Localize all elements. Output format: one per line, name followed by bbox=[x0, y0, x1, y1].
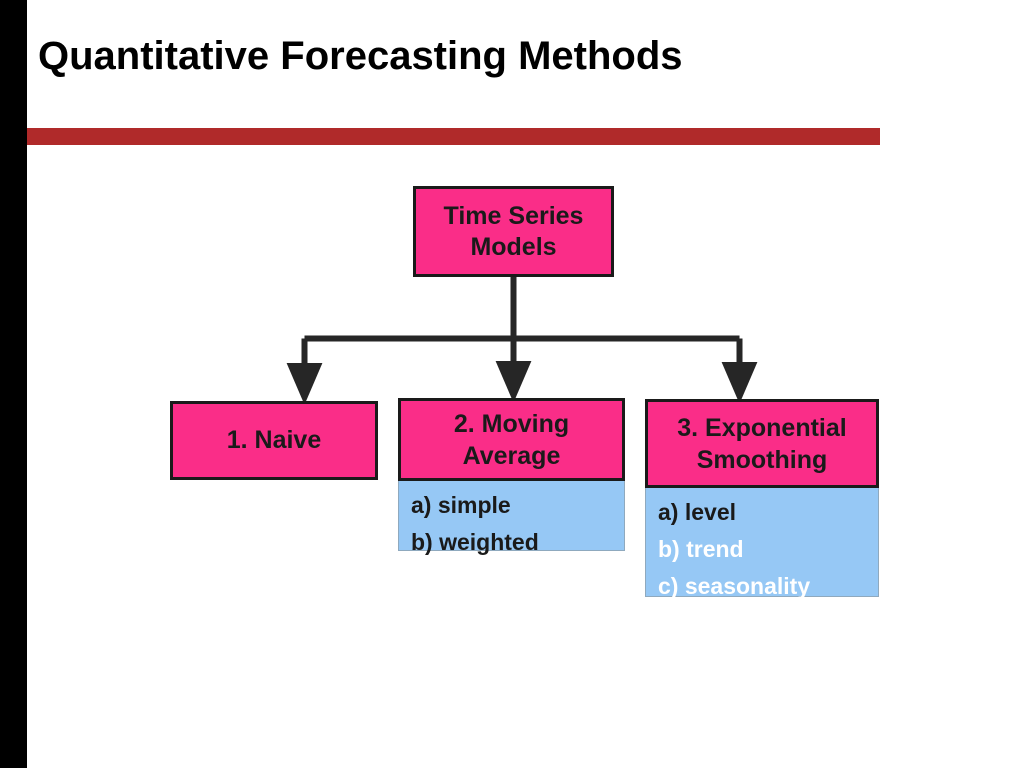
detail-item-seasonality: c) seasonality bbox=[658, 573, 811, 599]
node-moving-line1: 2. Moving bbox=[453, 409, 570, 438]
page-title: Quantitative Forecasting Methods bbox=[38, 34, 683, 78]
detail-panel-exponential-smoothing: a) level b) trend c) seasonality bbox=[645, 488, 879, 599]
node-root-line2: Models bbox=[470, 232, 557, 261]
node-naive-label: 1. Naive bbox=[226, 426, 322, 454]
left-decorative-band bbox=[0, 0, 27, 768]
node-moving-line2: Average bbox=[462, 441, 561, 470]
diagram-node-exponential-smoothing[interactable]: 3. Exponential Smoothing bbox=[645, 399, 879, 488]
diagram-node-time-series-models[interactable]: Time Series Models bbox=[413, 186, 614, 277]
title-accent-rule bbox=[27, 128, 880, 145]
node-root-line1: Time Series bbox=[443, 201, 584, 230]
detail-item-trend: b) trend bbox=[658, 536, 744, 562]
diagram-node-moving-average[interactable]: 2. Moving Average bbox=[398, 398, 625, 481]
node-exponential-line2: Smoothing bbox=[696, 445, 828, 474]
node-exponential-line1: 3. Exponential bbox=[677, 413, 847, 442]
detail-item-simple: a) simple bbox=[411, 492, 511, 518]
detail-item-weighted: b) weighted bbox=[411, 529, 539, 555]
diagram-node-naive[interactable]: 1. Naive bbox=[170, 401, 378, 480]
detail-item-level: a) level bbox=[658, 499, 736, 525]
detail-panel-moving-average: a) simple b) weighted bbox=[398, 481, 625, 555]
